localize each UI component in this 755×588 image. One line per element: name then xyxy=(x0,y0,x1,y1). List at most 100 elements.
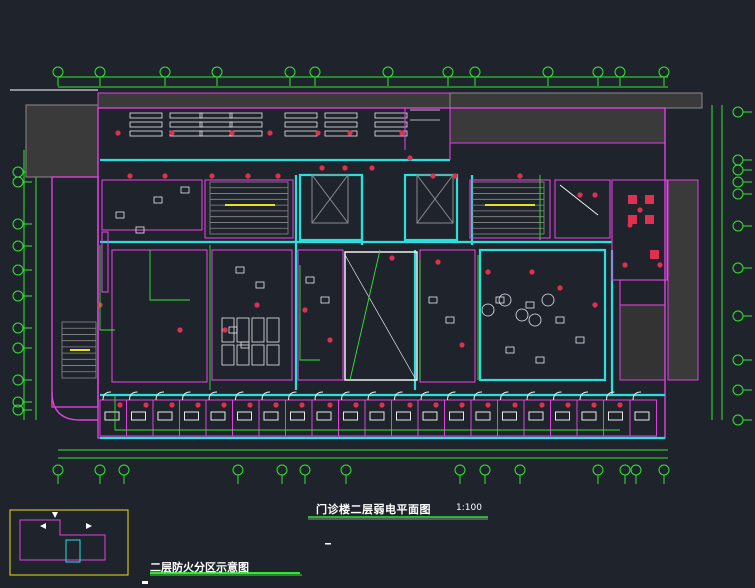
axis-bubble xyxy=(732,154,744,166)
fixture xyxy=(555,316,565,324)
door-swing xyxy=(129,391,138,401)
fixture xyxy=(575,336,585,344)
right-axis-grid xyxy=(711,105,752,426)
axis-bubble xyxy=(382,66,394,78)
exam-room xyxy=(285,399,313,437)
exam-room xyxy=(603,399,631,437)
device-outlet xyxy=(302,307,308,313)
device-outlet xyxy=(115,130,121,136)
exam-desk xyxy=(343,411,358,421)
axis-bubble xyxy=(12,342,24,354)
stair-box xyxy=(209,181,289,235)
exam-desk xyxy=(263,411,279,421)
device-outlet xyxy=(369,165,375,171)
device-outlet xyxy=(617,402,623,408)
device-outlet xyxy=(221,402,227,408)
fixture xyxy=(428,296,438,304)
door-swing xyxy=(632,391,642,401)
device-outlet xyxy=(657,262,663,268)
round-table xyxy=(481,303,495,317)
exam-desk xyxy=(316,411,332,421)
device-outlet xyxy=(435,259,441,265)
axis-bubble xyxy=(299,464,311,476)
leader-line xyxy=(344,254,416,379)
device-outlet xyxy=(452,173,458,179)
devices xyxy=(97,130,663,408)
device-outlet xyxy=(591,402,597,408)
device-outlet xyxy=(222,327,228,333)
device-outlet xyxy=(319,165,325,171)
seat-row xyxy=(169,112,203,119)
device-outlet xyxy=(143,402,149,408)
left-wing-hatch xyxy=(10,89,99,178)
door-swing xyxy=(606,391,615,401)
axis-bubble xyxy=(442,66,454,78)
door-swing xyxy=(341,391,350,401)
exam-room xyxy=(417,399,445,437)
door-swing xyxy=(235,391,244,401)
door-swing xyxy=(288,391,297,401)
top-axis-grid xyxy=(52,66,670,88)
device-outlet xyxy=(407,155,413,161)
fixture xyxy=(535,356,545,364)
device-outlet xyxy=(327,402,333,408)
exam-room xyxy=(523,399,551,437)
seat-row xyxy=(229,121,263,128)
fixture xyxy=(228,326,238,334)
axis-bubble xyxy=(732,220,744,232)
stair-box xyxy=(61,321,97,379)
axis-bubble xyxy=(12,218,24,230)
fixture xyxy=(235,266,245,274)
device-outlet xyxy=(267,130,273,136)
left-axis-grid xyxy=(12,150,37,420)
axis-bubble xyxy=(592,464,604,476)
equipment-block xyxy=(645,215,654,224)
axis-bubble xyxy=(619,464,631,476)
door-swing xyxy=(102,391,112,401)
exam-rooms xyxy=(99,391,657,437)
building-outline xyxy=(51,107,666,439)
door-swing xyxy=(579,391,589,401)
exam-room xyxy=(232,399,260,437)
seat-row xyxy=(374,121,408,128)
axis-bubble xyxy=(52,66,64,78)
device-outlet xyxy=(169,130,175,136)
exam-desk xyxy=(396,411,411,421)
door-swing xyxy=(447,391,456,401)
axis-bubble xyxy=(514,464,526,476)
seat-row xyxy=(229,112,263,119)
axis-bubble xyxy=(94,66,106,78)
exam-desk xyxy=(131,411,146,421)
axis-bubble xyxy=(479,464,491,476)
device-outlet xyxy=(399,130,405,136)
exam-room xyxy=(126,399,154,437)
axis-bubble xyxy=(276,464,288,476)
seat-row xyxy=(284,130,318,137)
axis-bubble xyxy=(52,464,64,476)
device-outlet xyxy=(459,342,465,348)
device-outlet xyxy=(315,130,321,136)
round-table xyxy=(515,308,529,322)
device-outlet xyxy=(229,130,235,136)
seat-row xyxy=(199,130,233,137)
axis-bubble xyxy=(12,290,24,302)
seat-row xyxy=(284,112,318,119)
device-outlet xyxy=(254,302,260,308)
seat-row xyxy=(199,121,233,128)
axis-bubble xyxy=(732,354,744,366)
axis-bubble xyxy=(658,464,670,476)
device-outlet xyxy=(430,173,436,179)
axis-bubble xyxy=(732,188,744,200)
toilet-stall xyxy=(266,344,280,366)
device-outlet xyxy=(577,192,583,198)
axis-bubble xyxy=(12,176,24,188)
seat-row xyxy=(284,121,318,128)
exam-room xyxy=(364,399,392,437)
fixture xyxy=(320,296,330,304)
equipment-block xyxy=(645,195,654,204)
door-swing xyxy=(500,391,509,401)
axis-bubble xyxy=(732,310,744,322)
stairwells xyxy=(61,181,545,379)
fixture xyxy=(255,281,265,289)
fixture xyxy=(115,211,125,219)
